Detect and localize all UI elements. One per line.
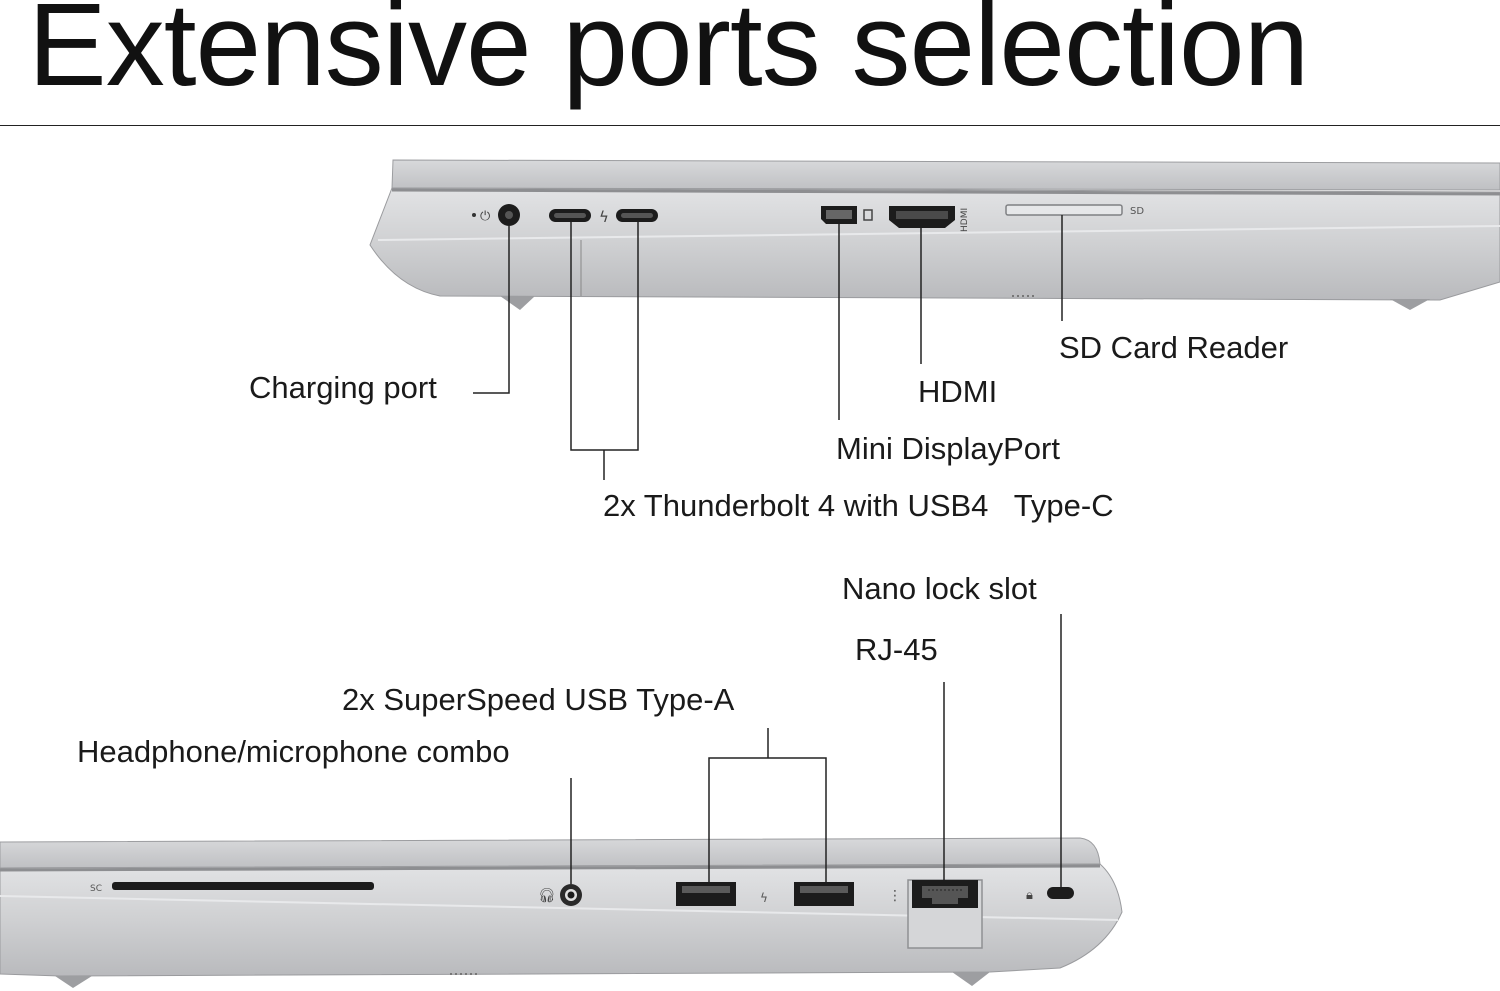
label-nano-lock: Nano lock slot (842, 571, 1037, 606)
label-headphone-combo: Headphone/microphone combo (77, 734, 510, 769)
smart-card-marking: SC (90, 884, 102, 894)
top-callout-lines (473, 215, 1063, 480)
laptop-lid-bottom (0, 837, 1101, 869)
foot (55, 976, 92, 988)
laptop-body-top (369, 187, 1500, 301)
hdmi-marking: HDMI (960, 208, 970, 232)
label-thunderbolt: 2x Thunderbolt 4 with USB4 Type-C (603, 488, 1114, 523)
svg-text:⏻: ⏻ (480, 209, 490, 224)
page-title: Extensive ports selection (28, 0, 1309, 111)
usb-a-port-1 (676, 882, 736, 906)
label-sd-card-reader: SD Card Reader (1059, 330, 1289, 365)
svg-text:⋮: ⋮ (888, 888, 902, 904)
svg-text:🎧︎: 🎧︎ (538, 888, 556, 904)
usb-a-port-2 (794, 882, 854, 906)
bottom-callout-lines (570, 614, 1062, 887)
foot (952, 972, 990, 986)
foot (500, 296, 535, 310)
sd-marking: SD (1130, 206, 1144, 217)
callout-charging (473, 226, 510, 394)
label-rj45: RJ-45 (855, 632, 938, 667)
svg-text:🔒︎: 🔒︎ (1026, 888, 1033, 903)
label-hdmi: HDMI (918, 374, 998, 409)
laptop-right-side: SC 🎧︎ ϟ ⋮ 🔒︎ (0, 837, 1123, 988)
laptop-lid-top (391, 159, 1500, 191)
sd-card-slot (1005, 204, 1123, 216)
svg-text:ϟ: ϟ (760, 891, 768, 905)
laptop-left-side: ⏻ ϟ HDMI SD (369, 159, 1500, 310)
label-usb-type-a: 2x SuperSpeed USB Type-A (342, 682, 735, 717)
nano-lock-slot (1047, 887, 1074, 899)
svg-text:ϟ: ϟ (599, 208, 609, 226)
smart-card-slot (112, 882, 374, 890)
label-mini-displayport: Mini DisplayPort (836, 431, 1060, 466)
label-charging-port: Charging port (249, 370, 437, 405)
title-divider (0, 125, 1500, 126)
foot (1390, 299, 1430, 310)
